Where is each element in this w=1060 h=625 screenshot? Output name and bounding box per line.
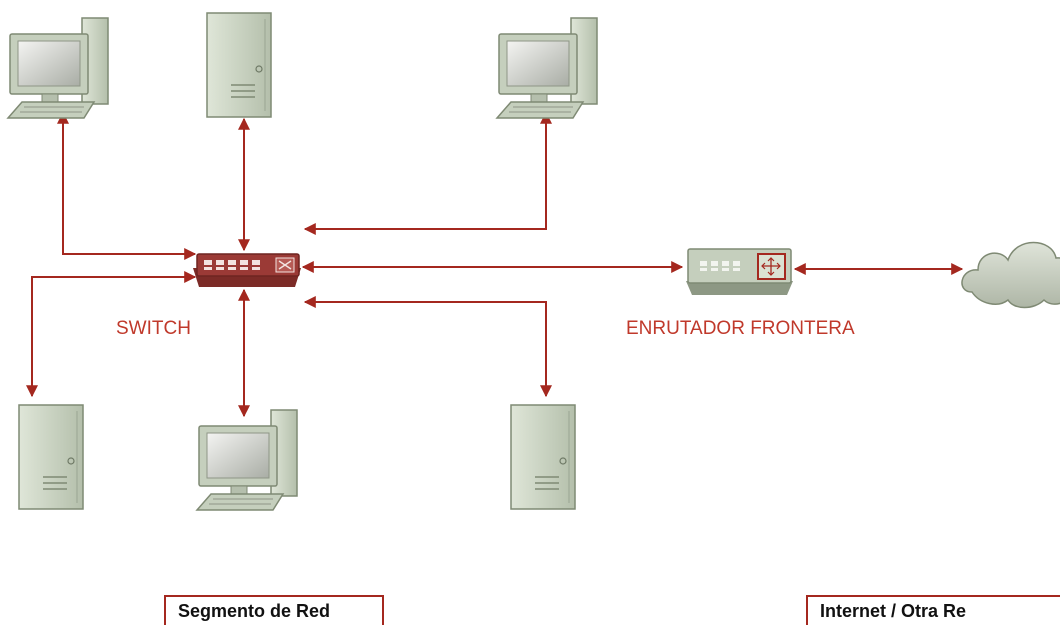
- server-icon: [206, 12, 272, 118]
- link-server-bottomleft: [26, 271, 197, 398]
- desktop-icon: [196, 409, 298, 511]
- router-label: ENRUTADOR FRONTERA: [626, 318, 855, 339]
- link-desktop-topright: [303, 111, 552, 235]
- desktop-icon: [7, 17, 109, 119]
- server-icon: [510, 404, 576, 510]
- internet-zone-tab: Internet / Otra Re: [806, 595, 1060, 625]
- links: [26, 111, 964, 418]
- cloud-icon: [961, 241, 1060, 309]
- router-icon: [686, 248, 793, 295]
- switch-icon: [193, 253, 301, 287]
- server-icon: [18, 404, 84, 510]
- link-server-bottomright: [303, 296, 552, 398]
- desktop-icon: [496, 17, 598, 119]
- segment-zone-tab: Segmento de Red: [164, 595, 384, 625]
- link-desktop-topleft: [57, 111, 197, 260]
- switch-label: SWITCH: [116, 318, 191, 339]
